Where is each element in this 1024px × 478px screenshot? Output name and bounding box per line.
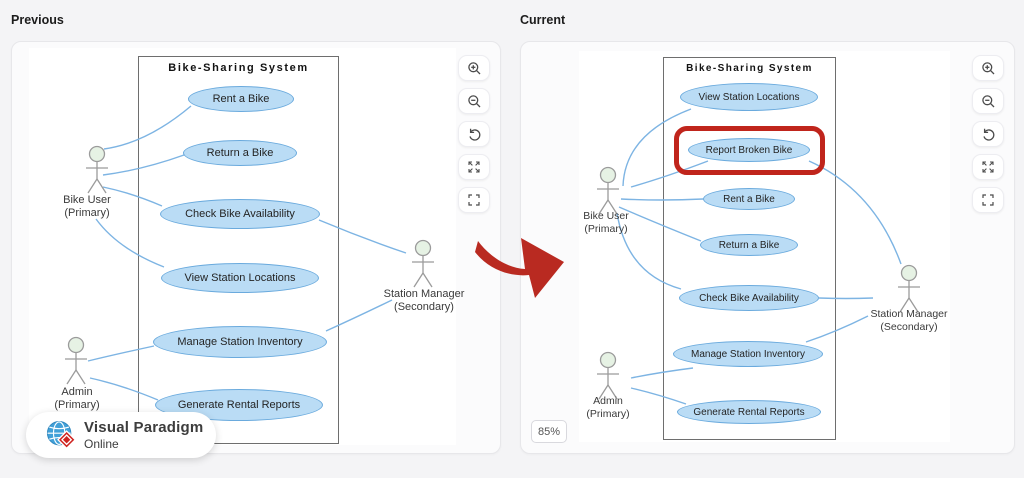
- system-boundary-box: Bike-Sharing System: [138, 56, 339, 444]
- expand-button[interactable]: [458, 154, 490, 180]
- usecase-manage-station-inventory: Manage Station Inventory: [673, 341, 823, 367]
- zoom-in-button[interactable]: [972, 55, 1004, 81]
- reset-view-button[interactable]: [458, 121, 490, 147]
- previous-label: Previous: [11, 13, 64, 27]
- reset-view-button[interactable]: [972, 121, 1004, 147]
- zoom-out-button[interactable]: [972, 88, 1004, 114]
- logo-text: Visual Paradigm Online: [84, 419, 203, 451]
- actor-label-bike-user: Bike User (Primary): [32, 194, 142, 220]
- logo-title: Visual Paradigm: [84, 419, 204, 436]
- actor-name: Bike User: [63, 194, 111, 206]
- zoom-in-icon: [467, 61, 480, 74]
- actor-role: (Primary): [64, 207, 110, 219]
- system-title: Bike-Sharing System: [168, 62, 309, 74]
- reset-view-icon: [982, 128, 994, 141]
- globe-icon: [46, 420, 76, 450]
- system-title: Bike-Sharing System: [686, 63, 813, 74]
- expand-button[interactable]: [972, 154, 1004, 180]
- usecase-check-bike-availability: Check Bike Availability: [679, 285, 819, 311]
- actor-label-admin: Admin (Primary): [22, 386, 132, 412]
- usecase-manage-station-inventory: Manage Station Inventory: [153, 326, 327, 358]
- actor-name: Station Manager: [870, 308, 948, 320]
- actor-label-admin: Admin (Primary): [553, 395, 663, 420]
- zoom-in-button[interactable]: [458, 55, 490, 81]
- fullscreen-button[interactable]: [458, 187, 490, 213]
- actor-name: Admin: [61, 386, 93, 398]
- fullscreen-icon: [982, 194, 994, 206]
- zoom-out-button[interactable]: [458, 88, 490, 114]
- visual-paradigm-logo[interactable]: Visual Paradigm Online: [26, 412, 216, 458]
- change-highlight-box: [674, 126, 825, 175]
- current-zoom-toolbar: [972, 55, 1004, 213]
- usecase-view-station-locations: View Station Locations: [680, 83, 818, 111]
- previous-diagram-panel: Bike-Sharing System: [11, 41, 501, 454]
- expand-icon: [982, 161, 994, 173]
- expand-icon: [468, 161, 480, 173]
- current-label: Current: [520, 13, 566, 27]
- zoom-in-icon: [981, 61, 994, 74]
- actor-name: Bike User: [583, 210, 629, 222]
- actor-role: (Secondary): [880, 320, 938, 333]
- previous-zoom-toolbar: [458, 55, 490, 213]
- usecase-view-station-locations: View Station Locations: [161, 263, 319, 293]
- usecase-rent-a-bike: Rent a Bike: [703, 188, 795, 210]
- usecase-return-a-bike: Return a Bike: [183, 140, 297, 166]
- usecase-return-a-bike: Return a Bike: [700, 234, 798, 256]
- zoom-out-icon: [467, 94, 480, 107]
- actor-role: (Primary): [54, 399, 100, 411]
- actor-label-station-manager: Station Manager (Secondary): [843, 308, 975, 333]
- actor-name: Admin: [593, 395, 623, 407]
- zoom-level-badge: 85%: [531, 420, 567, 443]
- zoom-out-icon: [981, 94, 994, 107]
- fullscreen-icon: [468, 194, 480, 206]
- actor-name: Station Manager: [383, 288, 465, 300]
- usecase-check-bike-availability: Check Bike Availability: [160, 199, 320, 229]
- change-arrow-icon: [475, 238, 564, 298]
- usecase-rent-a-bike: Rent a Bike: [188, 86, 294, 112]
- actor-role: (Primary): [586, 407, 630, 420]
- paradigm-diamond-icon: [57, 430, 76, 450]
- fullscreen-button[interactable]: [972, 187, 1004, 213]
- usecase-report-broken-bike: Report Broken Bike: [688, 138, 810, 162]
- reset-view-icon: [468, 128, 480, 141]
- usecase-generate-rental-reports: Generate Rental Reports: [677, 400, 821, 424]
- actor-role: (Secondary): [394, 301, 454, 313]
- actor-label-station-manager: Station Manager (Secondary): [358, 288, 490, 314]
- logo-subtitle: Online: [84, 437, 119, 451]
- current-diagram-panel: Bike-Sharing System: [520, 41, 1015, 454]
